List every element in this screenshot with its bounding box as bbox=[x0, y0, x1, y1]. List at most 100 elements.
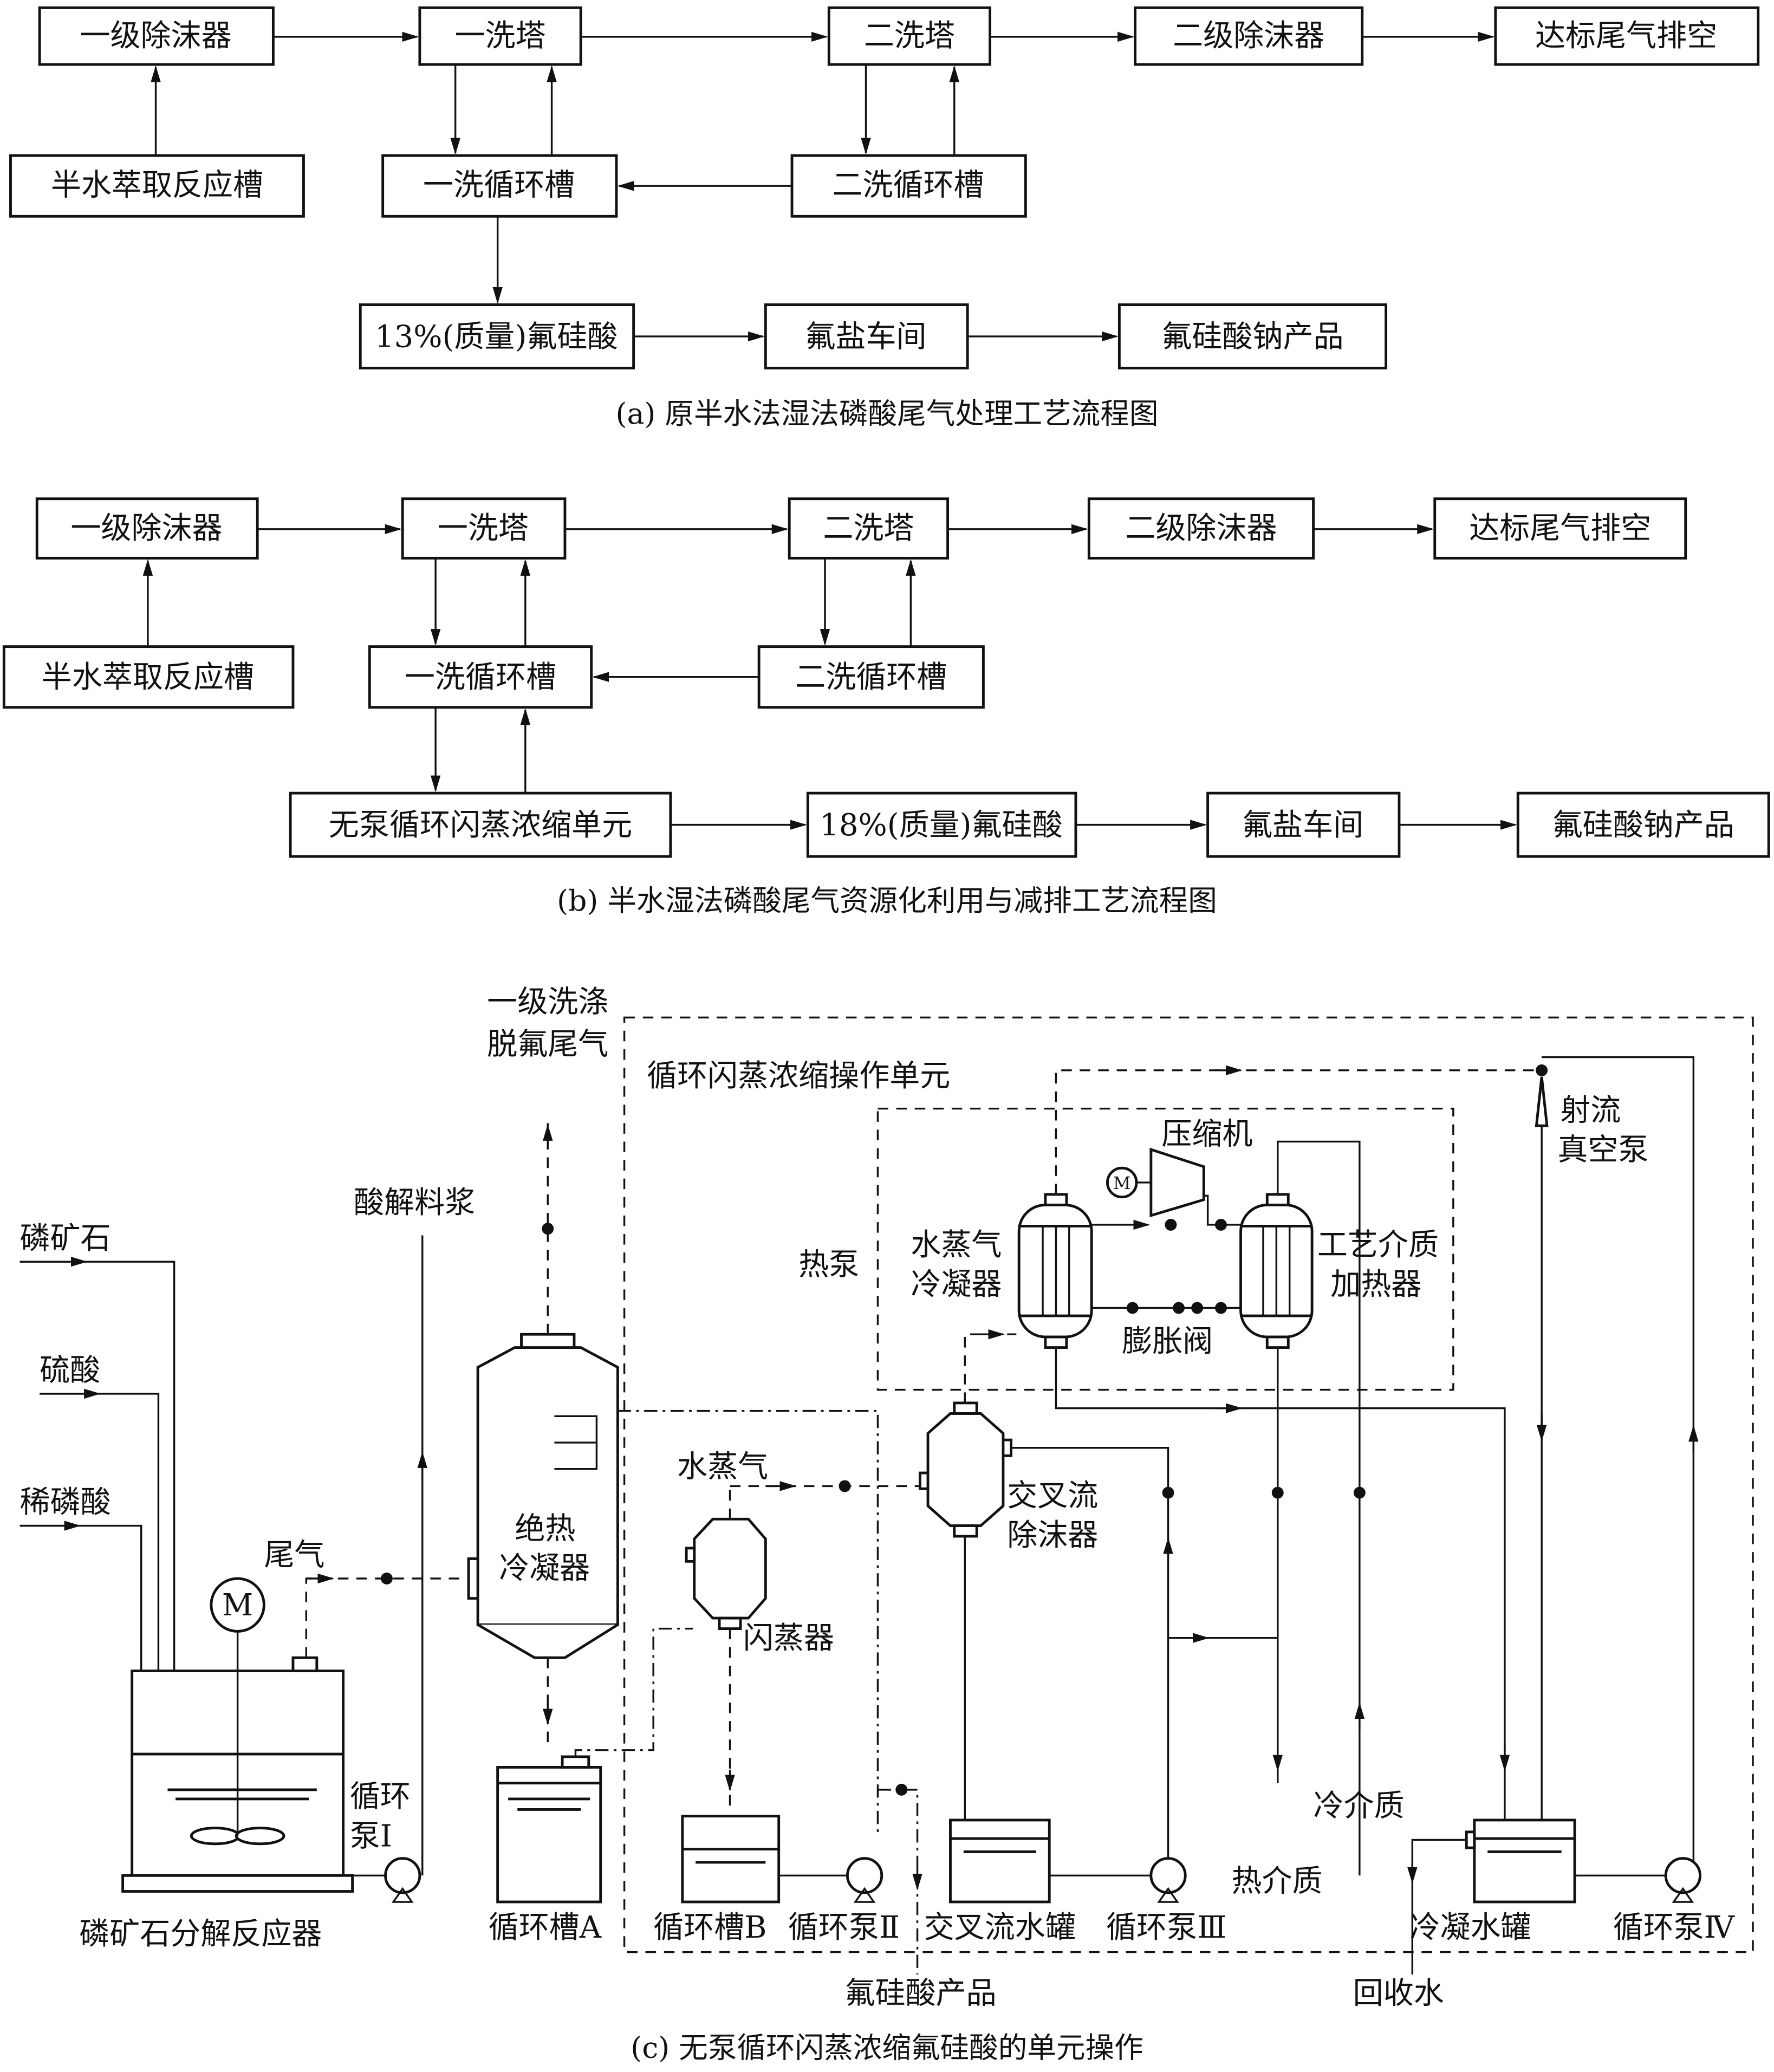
label-heater-1: 工艺介质 bbox=[1317, 1227, 1439, 1263]
label-flash: 闪蒸器 bbox=[743, 1621, 834, 1656]
label-pump2: 循环泵Ⅱ bbox=[788, 1910, 900, 1945]
label-cond-tank: 冷凝水罐 bbox=[1409, 1910, 1531, 1945]
tank-b bbox=[681, 1815, 781, 1904]
label-rock: 磷矿石 bbox=[20, 1221, 111, 1256]
cross-flow-demister bbox=[918, 1401, 1012, 1538]
vacuum-line bbox=[1055, 1069, 1542, 1194]
label-pump3: 循环泵Ⅲ bbox=[1106, 1910, 1226, 1945]
box-label: 一洗循环槽 bbox=[423, 167, 575, 203]
label-heat-pump: 热泵 bbox=[798, 1248, 859, 1283]
box-label: 氟硅酸钠产品 bbox=[1552, 808, 1734, 843]
box-b-tank1: 一洗循环槽 bbox=[368, 645, 593, 709]
label-demister-1: 交叉流 bbox=[1007, 1478, 1098, 1514]
diagram-c: M bbox=[20, 985, 1754, 2065]
box-label: 18%(质量)氟硅酸 bbox=[820, 808, 1062, 843]
box-label: 半水萃取反应槽 bbox=[51, 167, 263, 203]
box-label: 无泵循环闪蒸浓缩单元 bbox=[329, 808, 632, 843]
label-pump1-2: 泵Ⅰ bbox=[350, 1819, 392, 1854]
heat-pump-boundary bbox=[876, 1107, 1454, 1391]
label-pump1-1: 循环 bbox=[350, 1779, 411, 1815]
process-heater bbox=[1239, 1193, 1314, 1349]
tailgas-line bbox=[305, 1577, 469, 1658]
dashdot-line bbox=[618, 1410, 879, 1836]
reactor bbox=[121, 1631, 354, 1893]
pump3-return-line bbox=[1011, 1447, 1169, 1876]
label-pump4: 循环泵Ⅳ bbox=[1613, 1910, 1735, 1945]
box-label: 氟硅酸钠产品 bbox=[1161, 320, 1343, 355]
box-a-tank1: 一洗循环槽 bbox=[381, 154, 618, 218]
label-steam-cond-1: 水蒸气 bbox=[911, 1227, 1002, 1263]
caption-a: (a) 原半水法湿法磷酸尾气处理工艺流程图 bbox=[616, 397, 1159, 431]
label-jet-1: 射流 bbox=[1560, 1093, 1621, 1128]
label-tank-a: 循环槽A bbox=[489, 1910, 602, 1945]
steam-condenser bbox=[1017, 1193, 1093, 1349]
box-a-tower1: 一洗塔 bbox=[418, 6, 582, 66]
box-label: 二级除沫器 bbox=[1173, 18, 1324, 54]
label-dilute: 稀磷酸 bbox=[20, 1485, 111, 1520]
box-label: 二洗循环槽 bbox=[795, 660, 947, 695]
label-slurry: 酸解料浆 bbox=[354, 1185, 475, 1220]
box-a-acid: 13%(质量)氟硅酸 bbox=[359, 303, 635, 369]
label-cold: 冷介质 bbox=[1314, 1789, 1405, 1824]
box-b-flash-unit: 无泵循环闪蒸浓缩单元 bbox=[289, 791, 672, 858]
label-sulfuric: 硫酸 bbox=[40, 1353, 100, 1388]
label-offgas-2: 脱氟尾气 bbox=[487, 1027, 608, 1062]
tank-a bbox=[496, 1755, 602, 1904]
label-unit: 循环闪蒸浓缩操作单元 bbox=[647, 1058, 950, 1094]
motor-label: M bbox=[1113, 1174, 1130, 1193]
flash-evaporator bbox=[685, 1517, 767, 1631]
box-b-demister1: 一级除沫器 bbox=[35, 497, 259, 560]
box-label: 氟盐车间 bbox=[805, 320, 926, 355]
box-b-tower1: 一洗塔 bbox=[401, 497, 567, 560]
condensate-line bbox=[1055, 1347, 1506, 1823]
label-heater-2: 加热器 bbox=[1330, 1267, 1421, 1302]
box-label: 达标尾气排空 bbox=[1469, 511, 1651, 546]
jet-pump-icon bbox=[1535, 1076, 1549, 1127]
dilute-feed-line bbox=[20, 1524, 142, 1671]
arrows-a bbox=[151, 31, 1495, 342]
label-reactor: 磷矿石分解反应器 bbox=[79, 1917, 322, 1952]
box-a-workshop: 氟盐车间 bbox=[764, 303, 969, 369]
box-a-product: 氟硅酸钠产品 bbox=[1117, 303, 1388, 369]
box-a-demister2: 二级除沫器 bbox=[1134, 6, 1364, 66]
box-a-tower2: 二洗塔 bbox=[827, 6, 992, 66]
recovered-water-line bbox=[1411, 1839, 1467, 1975]
label-tank-b: 循环槽B bbox=[653, 1910, 766, 1945]
rock-feed-line bbox=[20, 1261, 176, 1671]
label-steam-cond-2: 冷凝器 bbox=[911, 1267, 1002, 1302]
box-b-tank2: 二洗循环槽 bbox=[757, 645, 985, 709]
box-b-tower2: 二洗塔 bbox=[788, 497, 950, 560]
flash-unit-boundary bbox=[623, 1016, 1754, 1953]
label-hot: 热介质 bbox=[1231, 1864, 1322, 1899]
box-label: 二洗循环槽 bbox=[832, 167, 984, 203]
box-a-reactor: 半水萃取反应槽 bbox=[9, 154, 305, 218]
label-tailgas: 尾气 bbox=[264, 1538, 324, 1573]
label-steam: 水蒸气 bbox=[677, 1449, 768, 1484]
pump-2-icon bbox=[778, 1857, 883, 1903]
box-label: 氟盐车间 bbox=[1242, 808, 1363, 843]
dashdot-line bbox=[574, 1627, 693, 1757]
label-recovered: 回收水 bbox=[1353, 1976, 1444, 2011]
motor-icon: M bbox=[210, 1577, 265, 1633]
box-b-workshop: 氟盐车间 bbox=[1206, 791, 1401, 858]
box-label: 一洗塔 bbox=[438, 511, 529, 546]
cross-flow-tank bbox=[949, 1818, 1051, 1904]
motor-label: M bbox=[222, 1588, 253, 1623]
box-b-demister2: 二级除沫器 bbox=[1087, 497, 1315, 560]
label-cross-tank: 交叉流水罐 bbox=[924, 1910, 1076, 1945]
box-b-acid: 18%(质量)氟硅酸 bbox=[806, 791, 1077, 858]
box-label: 一级除沫器 bbox=[70, 511, 222, 546]
box-label: 二级除沫器 bbox=[1125, 511, 1277, 546]
box-label: 一洗循环槽 bbox=[405, 660, 556, 695]
caption-c: (c) 无泵循环闪蒸浓缩氟硅酸的单元操作 bbox=[631, 2031, 1143, 2065]
label-adiabatic-2: 冷凝器 bbox=[499, 1551, 590, 1586]
condensate-tank bbox=[1465, 1818, 1576, 1904]
box-b-product: 氟硅酸钠产品 bbox=[1516, 791, 1770, 858]
box-label: 达标尾气排空 bbox=[1535, 18, 1717, 54]
pump-1-icon bbox=[343, 1857, 421, 1903]
box-label: 二洗塔 bbox=[864, 18, 955, 54]
label-demister-2: 除沫器 bbox=[1007, 1518, 1098, 1553]
box-a-vent: 达标尾气排空 bbox=[1494, 6, 1760, 66]
diagram-b: 一级除沫器 一洗塔 二洗塔 二级除沫器 达标尾气排空 半水萃取反应槽 一洗循环槽… bbox=[2, 497, 1770, 918]
